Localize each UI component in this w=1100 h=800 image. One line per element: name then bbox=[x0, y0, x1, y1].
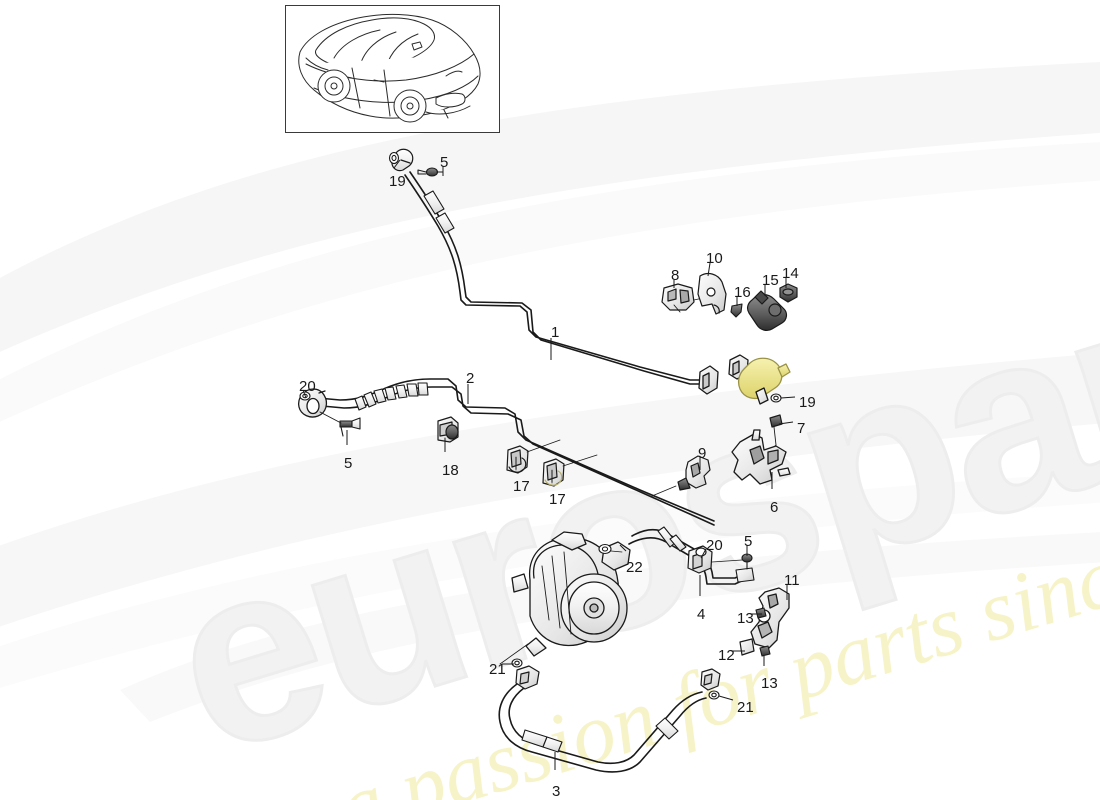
callout-number-13[interactable]: 13 bbox=[761, 675, 778, 692]
callout-number-6[interactable]: 6 bbox=[770, 499, 779, 516]
o-ring-22 bbox=[598, 543, 623, 555]
panamera-line-drawing bbox=[298, 13, 481, 123]
callout-number-13[interactable]: 13 bbox=[737, 610, 754, 627]
callout-number-17[interactable]: 17 bbox=[513, 478, 530, 495]
part-2-corrugated-section bbox=[354, 382, 429, 411]
part-9-clip-bracket bbox=[651, 455, 711, 497]
line-clamp-17-a bbox=[506, 445, 529, 474]
callout-number-18[interactable]: 18 bbox=[442, 462, 459, 479]
line-1-coupling-upper bbox=[423, 190, 455, 234]
callout-number-17[interactable]: 17 bbox=[549, 491, 566, 508]
vehicle-thumbnail bbox=[285, 5, 500, 133]
part-3-couplings bbox=[521, 717, 679, 753]
callout-leader-19 bbox=[780, 396, 796, 399]
callout-leader-21 bbox=[718, 695, 734, 701]
callout-number-1[interactable]: 1 bbox=[551, 324, 560, 341]
callout-number-19[interactable]: 19 bbox=[389, 173, 406, 190]
callout-number-2[interactable]: 2 bbox=[466, 370, 475, 387]
callout-number-22[interactable]: 22 bbox=[626, 559, 643, 576]
part-3-refrigerant-hose-lower bbox=[498, 683, 707, 773]
callout-number-8[interactable]: 8 bbox=[671, 267, 680, 284]
callout-leader-20 bbox=[700, 548, 707, 559]
part-16-clip-small bbox=[730, 303, 743, 318]
callout-number-21[interactable]: 21 bbox=[737, 699, 754, 716]
callout-number-5[interactable]: 5 bbox=[744, 533, 753, 550]
sealing-ring-19-top bbox=[388, 151, 400, 165]
bolt-5-top bbox=[417, 167, 444, 177]
o-ring-21-right bbox=[708, 690, 720, 700]
part-13-bracket-bolt-lower bbox=[759, 645, 771, 657]
callout-number-4[interactable]: 4 bbox=[697, 606, 706, 623]
line-1-connector-group bbox=[698, 354, 791, 405]
callout-number-14[interactable]: 14 bbox=[782, 265, 799, 282]
callout-leader-10 bbox=[707, 262, 711, 277]
callout-number-11[interactable]: 11 bbox=[784, 572, 800, 589]
callout-leader-19 bbox=[393, 159, 401, 169]
callout-number-16[interactable]: 16 bbox=[734, 284, 751, 301]
part-15-pressure-switch bbox=[746, 290, 788, 331]
part-3-lower-fitting bbox=[700, 668, 721, 691]
callout-number-20[interactable]: 20 bbox=[299, 378, 316, 395]
callout-number-12[interactable]: 12 bbox=[718, 647, 735, 664]
o-ring-21-left bbox=[511, 658, 523, 668]
callout-number-3[interactable]: 3 bbox=[552, 783, 561, 800]
part-6-mounting-bracket bbox=[731, 429, 791, 485]
bolt-5-left bbox=[319, 411, 361, 437]
callout-leader-7 bbox=[778, 421, 794, 425]
part-4-coupling bbox=[657, 526, 755, 583]
line-clamp-18 bbox=[437, 416, 459, 447]
part-3-upper-fitting bbox=[515, 665, 540, 690]
part-4-block-fitting bbox=[687, 545, 713, 574]
callout-leader-22 bbox=[619, 544, 627, 552]
callout-number-15[interactable]: 15 bbox=[762, 272, 779, 289]
callout-number-20[interactable]: 20 bbox=[706, 537, 723, 554]
part-14-cap-nut bbox=[779, 283, 798, 303]
callout-number-5[interactable]: 5 bbox=[344, 455, 353, 472]
callout-leader-20 bbox=[302, 389, 307, 399]
callout-number-9[interactable]: 9 bbox=[698, 445, 707, 462]
callout-number-10[interactable]: 10 bbox=[706, 250, 723, 267]
part-8-clamp-block bbox=[661, 283, 713, 313]
part-13-bracket-bolt-upper bbox=[755, 607, 767, 619]
part-10-holder-bracket bbox=[697, 272, 727, 315]
callout-number-21[interactable]: 21 bbox=[489, 661, 506, 678]
callout-number-7[interactable]: 7 bbox=[797, 420, 806, 437]
ac-compressor bbox=[511, 531, 631, 657]
callout-number-5[interactable]: 5 bbox=[440, 154, 449, 171]
callout-number-19[interactable]: 19 bbox=[799, 394, 816, 411]
line-clamp-17-b bbox=[542, 458, 565, 487]
